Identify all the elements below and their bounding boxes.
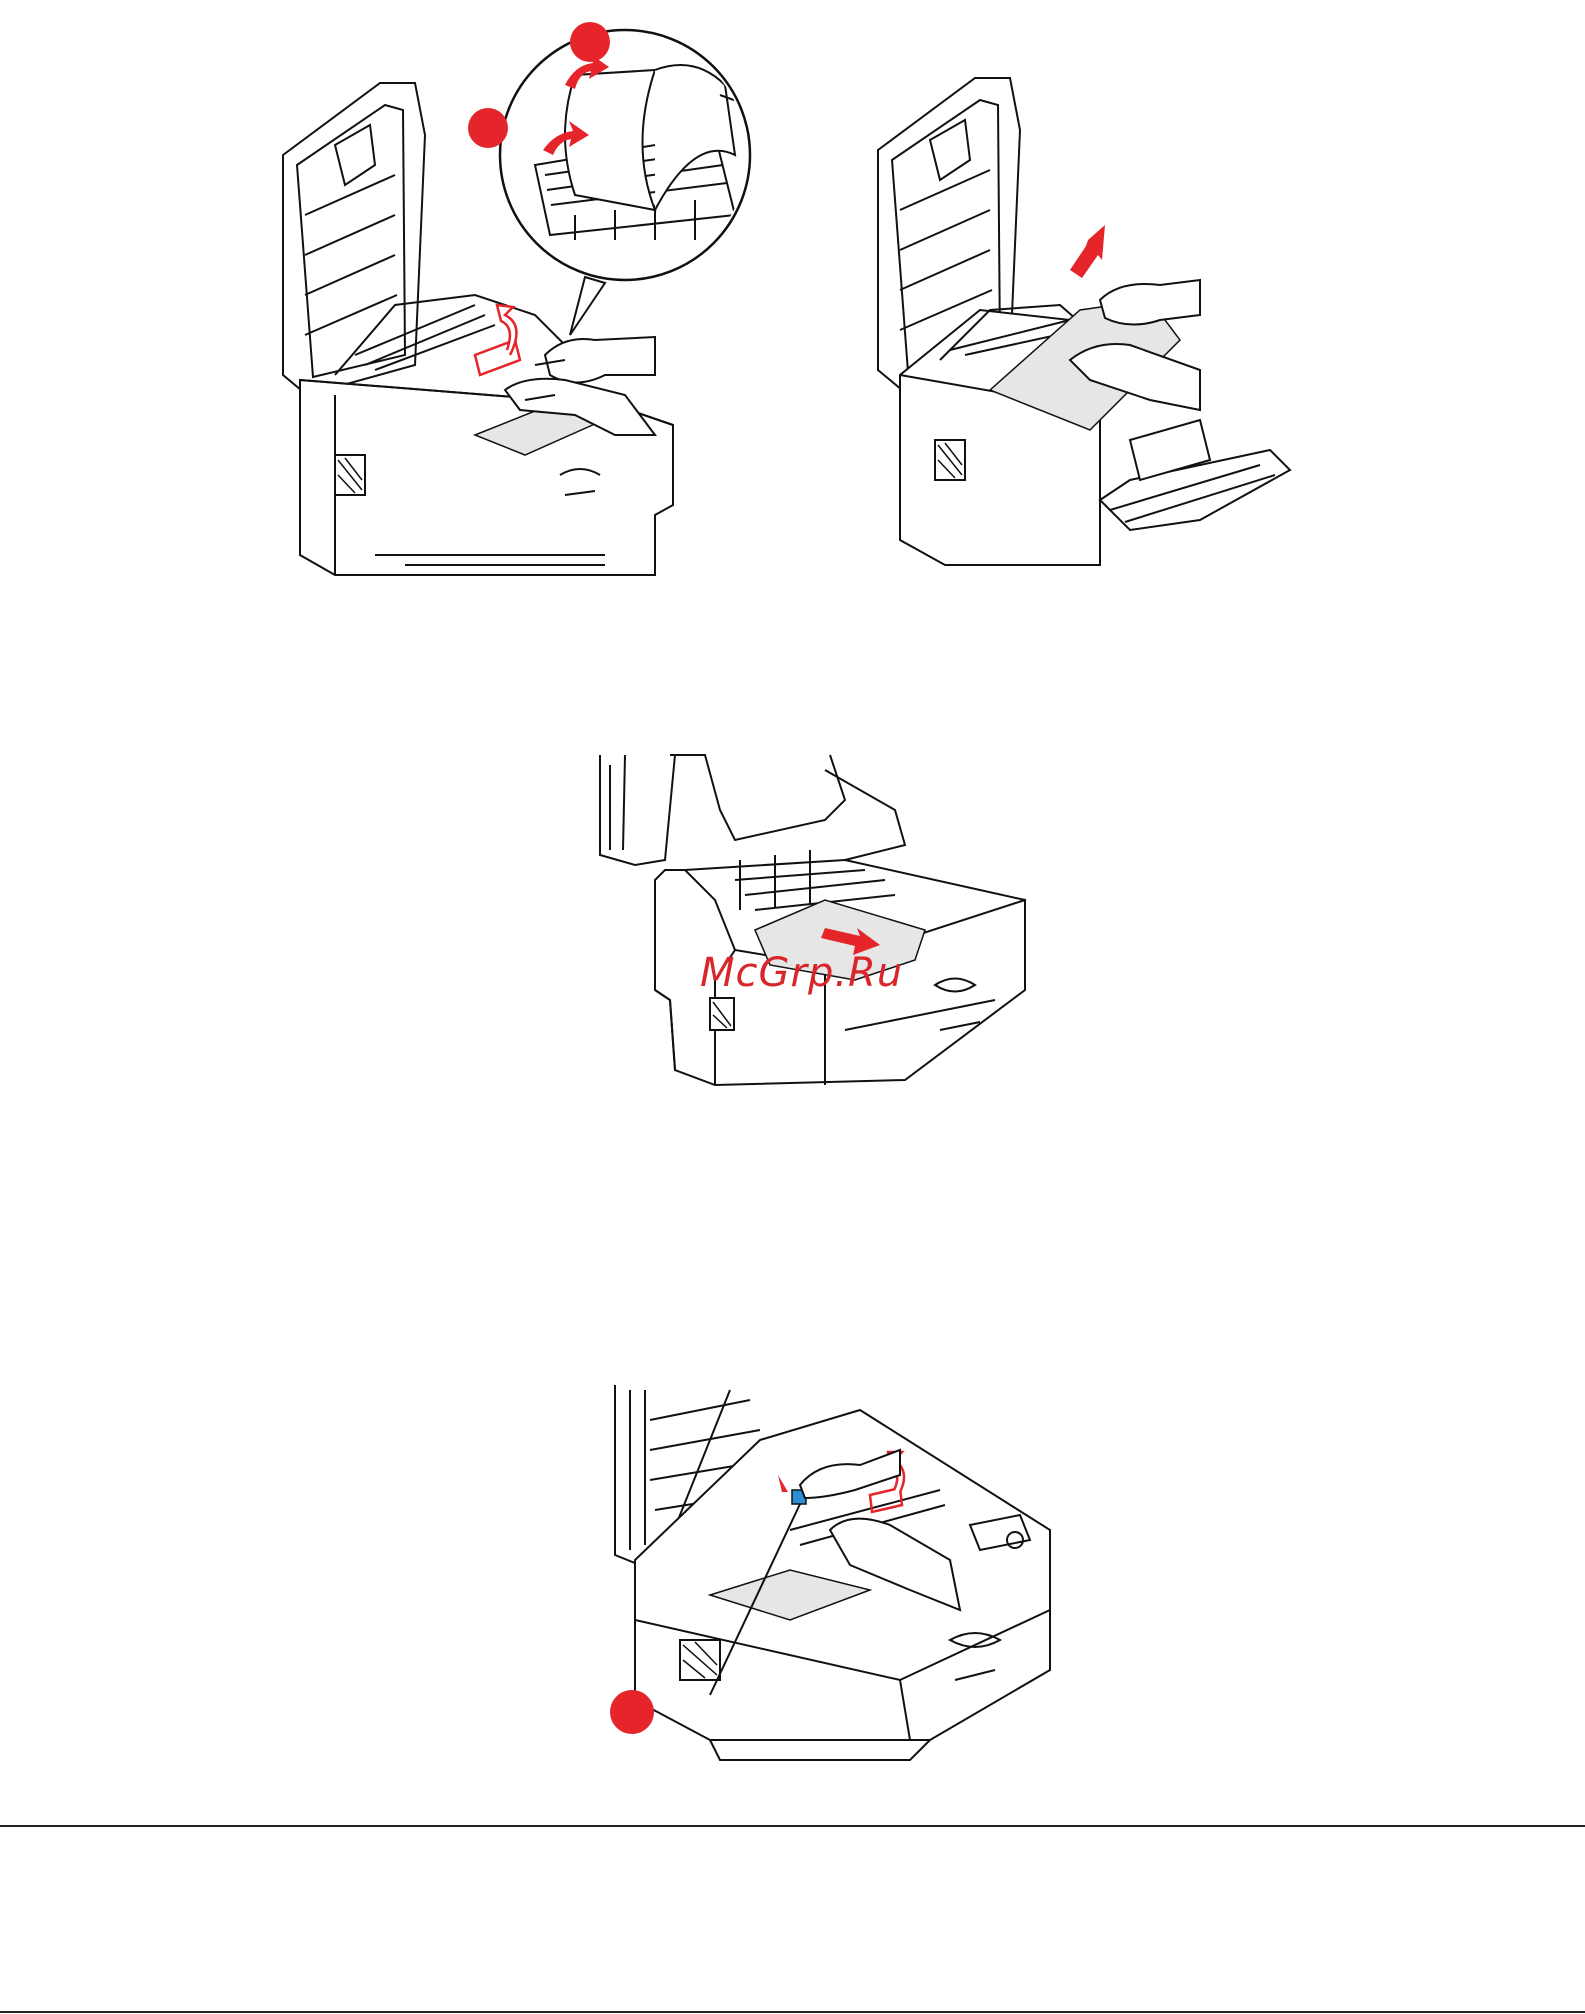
magnifier-pointer [570, 277, 605, 335]
printer-icon [595, 750, 1035, 1110]
page-divider-top [0, 1825, 1585, 1827]
figure-4-fuser-lever [610, 1380, 1070, 1800]
arrow-up-icon [1070, 225, 1105, 278]
figure-3-belt-paper-removal [595, 750, 1035, 1110]
printer-icon [870, 60, 1310, 580]
callout-circle-top [570, 22, 610, 62]
magnifier-detail-icon [500, 30, 775, 280]
callout-circle-left [468, 108, 508, 148]
figure-2-tray-paper-removal [870, 60, 1310, 580]
printer-icon [275, 15, 775, 585]
watermark-text: McGrp.Ru [700, 950, 903, 996]
printer-icon [610, 1380, 1070, 1800]
figure-1-fuser-jam-detail [275, 15, 775, 585]
page-divider-bottom [0, 2011, 1585, 2013]
callout-circle-lever [610, 1690, 654, 1734]
